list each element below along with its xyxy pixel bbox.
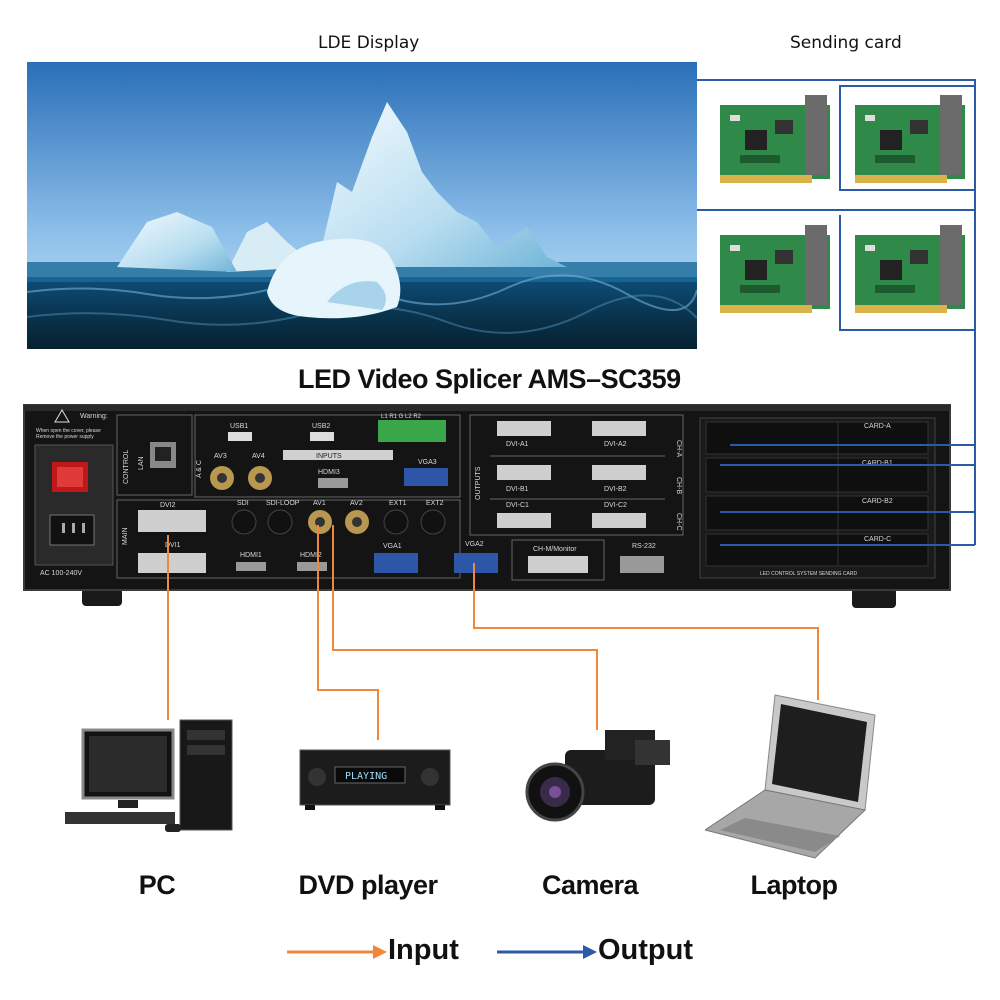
device-title: LED Video Splicer AMS–SC359 <box>298 364 681 394</box>
control-label: CONTROL <box>123 450 130 484</box>
inputs-label: INPUTS <box>316 453 342 460</box>
warning-text-1: When open the cover, please <box>36 428 101 434</box>
dvi1-label: DVI1 <box>165 542 181 549</box>
ch-a-label: CH-A <box>675 440 682 457</box>
ch-b-label: CH-B <box>675 477 682 494</box>
pc-icon <box>65 719 233 832</box>
dvi-b1-label: DVI-B1 <box>506 486 529 493</box>
chm-label: CH-M/Monitor <box>533 546 577 553</box>
input-legend-label: Input <box>388 934 459 966</box>
warning-text-2: Remove the power supply <box>36 434 94 440</box>
dvi-c1-label: DVI-C1 <box>506 502 529 509</box>
usb2-label: USB2 <box>312 423 330 430</box>
usb1-label: USB1 <box>230 423 248 430</box>
vga3-label: VGA3 <box>418 459 437 466</box>
output-legend-label: Output <box>598 934 694 966</box>
laptop-label: Laptop <box>750 870 838 900</box>
rs232-label: RS-232 <box>632 543 656 550</box>
hdmi1-label: HDMI1 <box>240 552 262 559</box>
dvd-player-label: DVD player <box>298 870 438 900</box>
ch-c-label: CH-C <box>675 513 682 531</box>
sending-footer-label: LED CONTROL SYSTEM SENDING CARD <box>760 571 857 577</box>
dvd-screen-text: PLAYING <box>345 771 387 782</box>
dvi-b2-label: DVI-B2 <box>604 486 627 493</box>
display-caption: LDE Display <box>318 33 420 53</box>
sdi-loop-label: SDI-LOOP <box>266 500 300 507</box>
led-display-image <box>27 62 697 349</box>
output-legend-arrow <box>497 945 597 959</box>
pc-label: PC <box>138 870 176 900</box>
card-c-label: CARD-C <box>864 536 891 543</box>
abc-label: A & C <box>196 460 203 478</box>
av4-label: AV4 <box>252 453 265 460</box>
hdmi2-label: HDMI2 <box>300 552 322 559</box>
av3-label: AV3 <box>214 453 227 460</box>
laptop-icon <box>705 694 876 859</box>
vga2-label: VGA2 <box>465 541 484 548</box>
hdmi3-label: HDMI3 <box>318 469 340 476</box>
camera-icon <box>525 730 670 822</box>
main-label: MAIN <box>122 528 129 546</box>
dvd-player-icon: PLAYING <box>299 749 451 810</box>
sending-card-caption: Sending card <box>790 33 902 53</box>
vga1-label: VGA1 <box>383 543 402 550</box>
av2-label: AV2 <box>350 500 363 507</box>
camera-label: Camera <box>541 870 639 900</box>
dvi2-label: DVI2 <box>160 502 176 509</box>
card-b2-label: CARD-B2 <box>862 498 893 505</box>
input-legend-arrow <box>287 945 387 959</box>
terminal-label: L1 R1 G L2 R2 <box>381 414 422 420</box>
power-label: AC 100-240V <box>40 570 82 577</box>
ext2-label: EXT2 <box>426 500 444 507</box>
lan-label: LAN <box>138 456 145 470</box>
sdi-label: SDI <box>237 500 249 507</box>
card-b1-label: CARD-B1 <box>862 460 893 467</box>
outputs-label: OUTPUTS <box>475 466 482 500</box>
av1-label: AV1 <box>313 500 326 507</box>
dvi-a1-label: DVI-A1 <box>506 441 529 448</box>
ext1-label: EXT1 <box>389 500 407 507</box>
card-a-label: CARD-A <box>864 423 891 430</box>
dvi-c2-label: DVI-C2 <box>604 502 627 509</box>
dvi-a2-label: DVI-A2 <box>604 441 627 448</box>
warning-title: Warning: <box>80 413 108 420</box>
